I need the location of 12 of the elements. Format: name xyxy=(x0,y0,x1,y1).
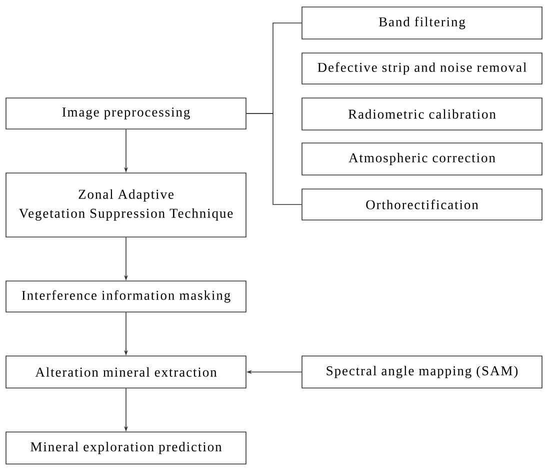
process-box: Alteration mineral extraction xyxy=(6,356,246,388)
process-box: Band filtering xyxy=(302,6,542,40)
process-box: Zonal Adaptive Vegetation Suppression Technique xyxy=(6,172,246,238)
process-box: Spectral angle mapping (SAM) xyxy=(302,356,542,388)
process-box: Mineral exploration prediction xyxy=(6,432,246,464)
process-box: Atmospheric correction xyxy=(302,142,542,176)
process-box: Image preprocessing xyxy=(6,98,246,130)
process-box: Defective strip and noise removal xyxy=(302,52,542,84)
process-box: Orthorectification xyxy=(302,188,542,220)
process-box: Radiometric calibration xyxy=(302,98,542,130)
process-box: Interference information masking xyxy=(6,280,246,312)
connector-line xyxy=(246,113,302,205)
